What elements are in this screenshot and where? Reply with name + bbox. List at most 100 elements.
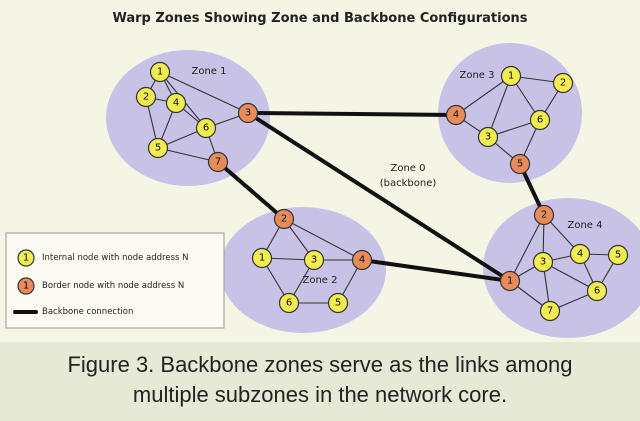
node-label: 6 — [537, 115, 543, 126]
internal-node-z3n2: 2 — [552, 72, 574, 94]
node-circle — [552, 72, 574, 94]
internal-node-z4n5: 5 — [607, 244, 629, 266]
internal-node-z1n1: 1 — [149, 61, 171, 83]
backbone-link — [216, 160, 286, 221]
node-circle — [351, 249, 373, 271]
node-label: 1 — [508, 71, 514, 82]
internal-node-z4n6: 6 — [586, 280, 608, 302]
node-label: 1 — [157, 67, 163, 78]
zone-3-region — [438, 43, 582, 183]
node-circle — [539, 300, 561, 322]
node-label: 3 — [540, 257, 546, 268]
backbone-zone-label: Zone 0 — [391, 163, 426, 174]
backbone-zone-sublabel: (backbone) — [380, 178, 437, 189]
border-node-z4n1: 1 — [499, 270, 521, 292]
node-circle — [303, 249, 325, 271]
node-label: 2 — [541, 210, 547, 221]
internal-node-z1n2: 2 — [135, 86, 157, 108]
node-label: 4 — [577, 249, 583, 260]
zone-1-label: Zone 1 — [192, 66, 227, 77]
border-node-z1n7: 7 — [207, 151, 229, 173]
node-label: 1 — [259, 253, 265, 264]
node-label: 5 — [155, 143, 161, 154]
node-circle — [195, 117, 217, 139]
node-circle — [251, 247, 273, 269]
internal-node-z2n1: 1 — [251, 247, 273, 269]
caption-line-1: Figure 3. Backbone zones serve as the li… — [67, 352, 573, 377]
node-label: 3 — [485, 132, 491, 143]
border-node-z3n5: 5 — [509, 153, 531, 175]
nodes-layer: 1 2 4 5 6 3 7 1 3 6 5 2 4 1 2 3 6 4 5 3 4 5 6 7 1 2 — [135, 61, 629, 322]
legend-backbone-text: Backbone connection — [42, 307, 133, 317]
node-label: 6 — [203, 123, 209, 134]
node-label: 4 — [173, 98, 179, 109]
node-circle — [569, 243, 591, 265]
zone-4-label: Zone 4 — [568, 220, 603, 231]
legend-border-symbol — [17, 277, 35, 295]
node-label: 7 — [215, 157, 221, 168]
internal-node-z3n1: 1 — [500, 65, 522, 87]
node-label: 2 — [560, 78, 566, 89]
internal-link — [157, 147, 219, 163]
node-circle — [278, 292, 300, 314]
border-node-z2n4: 4 — [351, 249, 373, 271]
internal-link — [509, 214, 545, 282]
node-label: 6 — [594, 286, 600, 297]
border-node-z1n3: 3 — [237, 102, 259, 124]
legend-border-text: Border node with node address N — [42, 281, 184, 291]
node-circle — [327, 292, 349, 314]
internal-link — [159, 71, 249, 114]
internal-node-z4n4: 4 — [569, 243, 591, 265]
node-label: 6 — [286, 298, 292, 309]
zone-2-label: Zone 2 — [303, 275, 338, 286]
border-node-z2n2: 2 — [273, 208, 295, 230]
border-node-z4n2: 2 — [533, 204, 555, 226]
border-node-z3n4: 4 — [445, 104, 467, 126]
internal-node-z2n5: 5 — [327, 292, 349, 314]
node-circle — [165, 92, 187, 114]
internal-node-z1n5: 5 — [147, 137, 169, 159]
internal-node-z1n4: 4 — [165, 92, 187, 114]
node-circle — [477, 126, 499, 148]
backbone-link — [246, 111, 512, 283]
caption-line-2: multiple subzones in the network core. — [132, 382, 508, 407]
node-circle — [135, 86, 157, 108]
node-label: 7 — [547, 306, 553, 317]
node-circle — [532, 251, 554, 273]
internal-link — [542, 261, 598, 292]
node-label: 5 — [335, 298, 341, 309]
node-label: 5 — [517, 159, 523, 170]
legend-internal-symbol-label: 1 — [23, 253, 29, 264]
node-circle — [273, 208, 295, 230]
node-circle — [149, 61, 171, 83]
internal-link — [455, 75, 512, 116]
node-label: 3 — [311, 255, 317, 266]
diagram-title: Warp Zones Showing Zone and Backbone Con… — [112, 11, 527, 26]
node-label: 3 — [245, 108, 251, 119]
node-label: 1 — [507, 276, 513, 287]
internal-node-z1n6: 6 — [195, 117, 217, 139]
node-circle — [607, 244, 629, 266]
node-circle — [500, 65, 522, 87]
internal-node-z2n3: 3 — [303, 249, 325, 271]
node-circle — [586, 280, 608, 302]
zone-4-region — [483, 198, 640, 338]
node-circle — [529, 109, 551, 131]
node-circle — [533, 204, 555, 226]
internal-node-z3n3: 3 — [477, 126, 499, 148]
network-diagram: Warp Zones Showing Zone and Backbone Con… — [5, 11, 640, 338]
backbone-link — [360, 258, 512, 283]
internal-node-z2n6: 6 — [278, 292, 300, 314]
backbone-layer — [216, 111, 546, 283]
node-label: 2 — [143, 92, 149, 103]
internal-node-z4n3: 3 — [532, 251, 554, 273]
zone-1-region — [106, 50, 270, 186]
internal-node-z4n7: 7 — [539, 300, 561, 322]
backbone-link — [246, 111, 458, 117]
legend: 1 Internal node with node address N 1 Bo… — [5, 232, 225, 329]
node-label: 4 — [453, 110, 459, 121]
node-circle — [445, 104, 467, 126]
legend-internal-text: Internal node with node address N — [42, 253, 188, 263]
node-label: 4 — [359, 255, 365, 266]
